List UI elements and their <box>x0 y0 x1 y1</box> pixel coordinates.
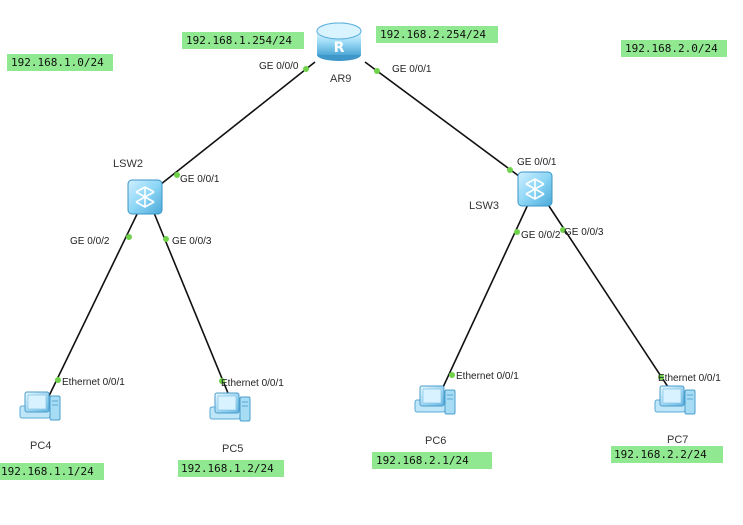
pc-icon <box>19 391 61 421</box>
link-ar9-lsw3 <box>364 61 536 189</box>
svg-text:192.168.2.2/24: 192.168.2.2/24 <box>614 448 707 461</box>
ip-label-subnet-left: 192.168.1.0/24 <box>7 54 113 71</box>
port-label-lsw2-g003: GE 0/0/3 <box>172 236 212 247</box>
ip-label-pc5: 192.168.1.2/24 <box>178 460 284 477</box>
port-dot <box>514 229 520 235</box>
port-label-pc7-eth: Ethernet 0/0/1 <box>658 373 721 384</box>
device-label-lsw2: LSW2 <box>113 158 143 170</box>
port-dot <box>658 374 664 380</box>
svg-text:192.168.1.1/24: 192.168.1.1/24 <box>1 465 94 478</box>
port-dot <box>449 372 455 378</box>
svg-text:192.168.1.0/24: 192.168.1.0/24 <box>11 56 104 69</box>
svg-text:R: R <box>334 40 345 56</box>
port-label-lsw2-g002: GE 0/0/2 <box>70 236 110 247</box>
link-ar9-lsw2 <box>145 61 316 197</box>
switch-lsw2[interactable]: LSW2 <box>113 158 163 215</box>
svg-text:192.168.1.2/24: 192.168.1.2/24 <box>181 462 274 475</box>
svg-text:192.168.2.1/24: 192.168.2.1/24 <box>376 454 469 467</box>
ip-label-ar9-left: 192.168.1.254/24 <box>182 32 304 49</box>
switch-lsw3[interactable]: LSW3 <box>469 171 553 212</box>
pc-icon <box>414 385 456 415</box>
port-dot <box>55 377 61 383</box>
router-icon: R <box>316 22 362 61</box>
port-dot <box>560 227 566 233</box>
port-label-ar9-g000: GE 0/0/0 <box>259 61 299 72</box>
port-label-pc4-eth: Ethernet 0/0/1 <box>62 377 125 388</box>
port-label-lsw3-g001: GE 0/0/1 <box>517 157 557 168</box>
port-dot <box>174 172 180 178</box>
ip-label-pc6: 192.168.2.1/24 <box>372 452 492 469</box>
device-label-ar9: AR9 <box>330 73 351 85</box>
pc-pc7[interactable]: PC7 <box>654 385 696 446</box>
pc-pc6[interactable]: PC6 <box>414 385 456 447</box>
pc-icon <box>209 392 251 422</box>
link-lsw2-pc4 <box>47 207 141 399</box>
port-label-lsw3-g002: GE 0/0/2 <box>521 230 561 241</box>
port-dot <box>126 234 132 240</box>
ip-label-subnet-right: 192.168.2.0/24 <box>621 40 727 57</box>
port-label-pc6-eth: Ethernet 0/0/1 <box>456 371 519 382</box>
device-label-pc5: PC5 <box>222 443 243 455</box>
port-label-lsw3-g003: GE 0/0/3 <box>564 227 604 238</box>
router-ar9[interactable]: R AR9 <box>316 22 362 85</box>
port-dot <box>303 66 309 72</box>
ip-label-pc4: 192.168.1.1/24 <box>0 463 104 480</box>
port-dot <box>163 236 169 242</box>
switch-icon <box>517 171 553 207</box>
device-label-lsw3: LSW3 <box>469 200 499 212</box>
device-label-pc7: PC7 <box>667 434 688 446</box>
svg-text:192.168.2.0/24: 192.168.2.0/24 <box>625 42 718 55</box>
port-dot <box>219 378 225 384</box>
port-dots <box>55 66 664 384</box>
port-label-ar9-g001: GE 0/0/1 <box>392 64 432 75</box>
port-label-pc5-eth: Ethernet 0/0/1 <box>221 378 284 389</box>
device-label-pc4: PC4 <box>30 440 51 452</box>
pc-pc5[interactable]: PC5 <box>209 392 251 455</box>
port-label-lsw2-g001: GE 0/0/1 <box>180 174 220 185</box>
svg-text:192.168.1.254/24: 192.168.1.254/24 <box>186 34 292 47</box>
switch-icon <box>127 179 163 215</box>
svg-text:192.168.2.254/24: 192.168.2.254/24 <box>380 28 486 41</box>
pc-icon <box>654 385 696 415</box>
link-lsw3-pc7 <box>544 199 673 394</box>
pc-pc4[interactable]: PC4 <box>19 391 61 452</box>
port-dot <box>374 68 380 74</box>
port-dot <box>507 167 513 173</box>
ip-label-pc7: 192.168.2.2/24 <box>611 446 723 463</box>
ip-label-ar9-right: 192.168.2.254/24 <box>376 26 498 43</box>
device-label-pc6: PC6 <box>425 435 446 447</box>
